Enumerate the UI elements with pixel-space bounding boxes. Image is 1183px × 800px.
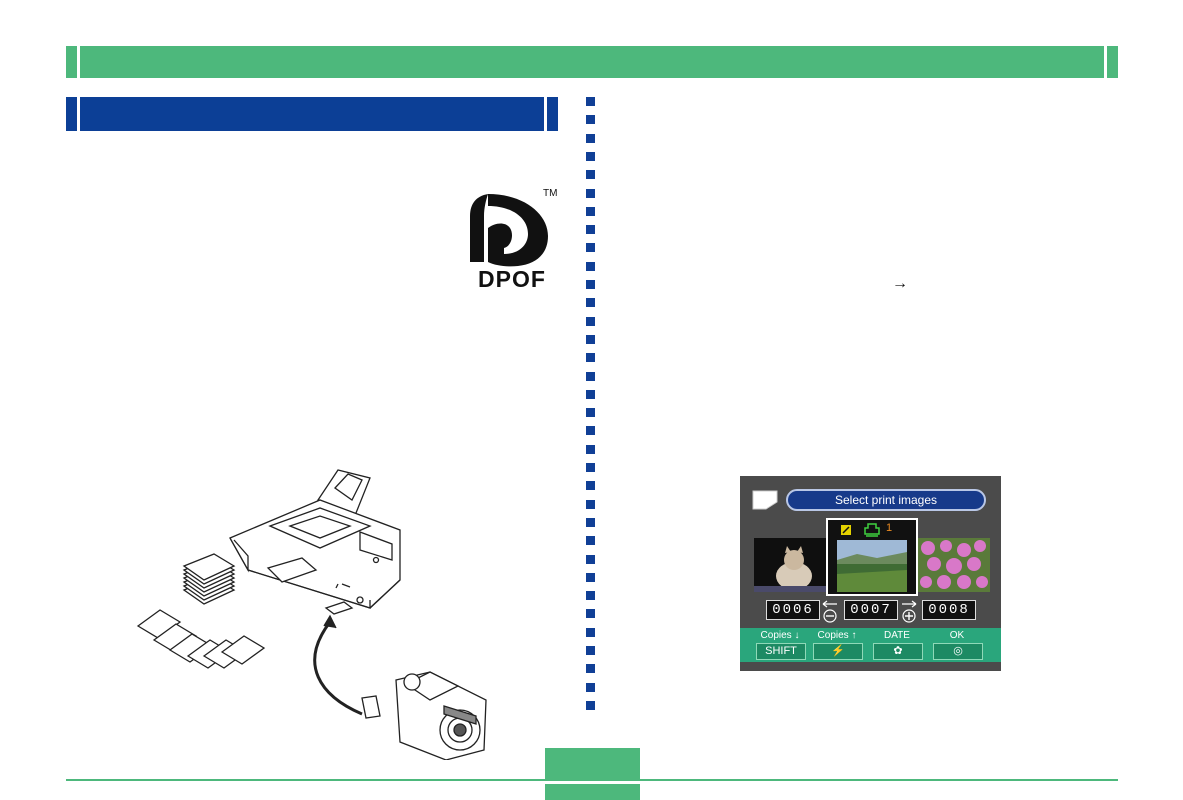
divider-dot: [586, 646, 595, 655]
minus-icon: [822, 600, 837, 623]
current-image-number: 0007: [844, 600, 898, 620]
print-mark-icon: [841, 525, 851, 535]
printer-camera-illustration-icon: [136, 469, 487, 761]
divider-dot: [586, 664, 595, 674]
divider-dot: [586, 700, 595, 710]
divider-dot: [586, 554, 595, 564]
camera-lcd-screen: Select print images 1: [740, 476, 1001, 671]
date-label: DATE: [884, 630, 910, 641]
divider-dot: [586, 572, 595, 582]
divider-dot: [586, 627, 595, 637]
divider-dot: [586, 591, 595, 601]
dpof-logo: TM DPOF: [466, 188, 558, 292]
selected-image-landscape: [837, 540, 907, 592]
divider-dot: [586, 97, 595, 106]
divider-dot: [586, 261, 595, 271]
copies-count: 1: [886, 522, 893, 534]
divider-dot: [586, 536, 595, 546]
divider-dot: [586, 499, 595, 509]
timer-button[interactable]: ◎: [933, 643, 983, 660]
dpof-mode-icon: [752, 490, 778, 510]
header-bar-notch-left: [77, 46, 80, 78]
ok-label: OK: [949, 630, 965, 641]
thumbnail-selected[interactable]: 1: [826, 518, 918, 596]
section-bar-notch-left: [77, 97, 80, 131]
divider-dot: [586, 115, 595, 125]
divider-dot: [586, 188, 595, 198]
divider-dot: [586, 517, 595, 527]
column-divider: [586, 97, 595, 717]
divider-dot: [586, 353, 595, 363]
page-tab-lower: [545, 784, 640, 800]
divider-dot: [586, 408, 595, 418]
divider-dot: [586, 371, 595, 381]
divider-dot: [586, 133, 595, 143]
header-bar: [66, 46, 1118, 78]
divider-dot: [586, 316, 595, 326]
shift-button[interactable]: SHIFT: [756, 643, 806, 660]
page-tab: [545, 748, 640, 779]
divider-dot: [586, 682, 595, 692]
copies-up-label: Copies ↑: [817, 630, 857, 641]
divider-dot: [586, 463, 595, 472]
divider-dot: [586, 389, 595, 399]
header-bar-notch-right: [1104, 46, 1107, 78]
previous-image-number: 0006: [766, 600, 820, 620]
printing-illustration: [130, 460, 500, 761]
divider-dot: [586, 481, 595, 491]
dpof-mark-icon: [470, 194, 548, 267]
macro-button[interactable]: ✿: [873, 643, 923, 660]
dpof-logo-text: DPOF: [478, 266, 546, 292]
right-arrow-icon: →: [892, 275, 908, 292]
flash-button[interactable]: ⚡: [813, 643, 863, 660]
divider-dot: [586, 609, 595, 619]
divider-dot: [586, 298, 595, 308]
thumbnail-next[interactable]: [918, 538, 990, 592]
thumbnail-previous[interactable]: [754, 538, 826, 592]
divider-dot: [586, 243, 595, 253]
divider-dot: [586, 170, 595, 180]
section-bar-notch-right: [544, 97, 547, 131]
divider-dot: [586, 426, 595, 436]
divider-dot: [586, 280, 595, 289]
copies-down-label: Copies ↓: [760, 630, 800, 641]
divider-dot: [586, 206, 595, 216]
footer-line: [66, 779, 1118, 781]
trademark-symbol: TM: [543, 188, 558, 199]
next-image-number: 0008: [922, 600, 976, 620]
plus-icon: [902, 600, 917, 623]
divider-dot: [586, 151, 595, 161]
divider-dot: [586, 225, 595, 235]
divider-dot: [586, 444, 595, 454]
divider-dot: [586, 334, 595, 344]
screen-button-bar: Copies ↓ SHIFT Copies ↑ ⚡ DATE ✿ OK ◎: [740, 628, 1001, 662]
section-heading-bar: [66, 97, 558, 131]
screen-title: Select print images: [786, 489, 986, 511]
printer-icon: [864, 523, 880, 537]
